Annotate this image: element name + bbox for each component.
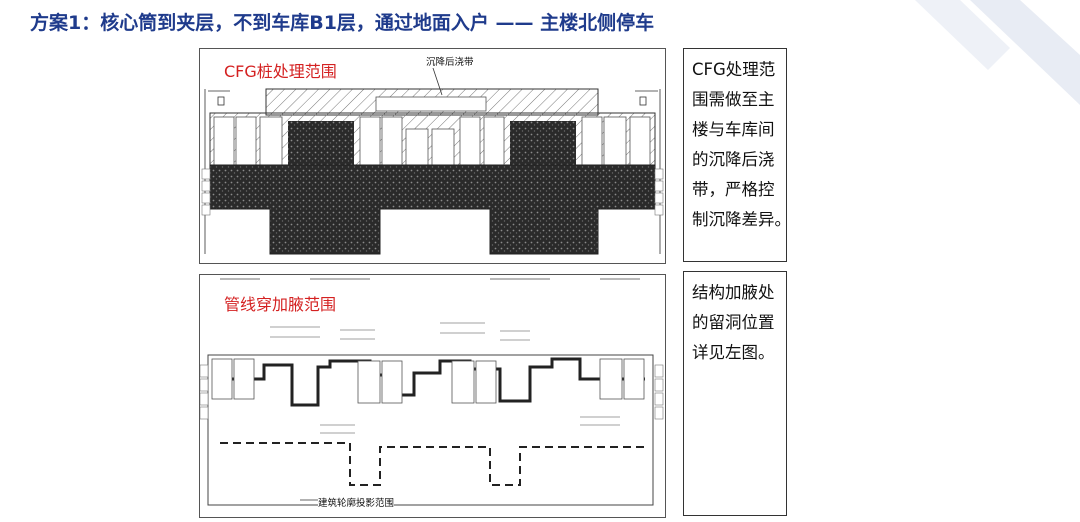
cfg-plan-drawing (201, 64, 664, 255)
haunch-plan-drawing (200, 278, 664, 506)
cfg-note-line: CFG处理范 (692, 60, 776, 79)
cfg-note-line: 的沉降后浇 (692, 150, 775, 169)
cfg-note-box: CFG处理范 围需做至主 楼与车库间 的沉降后浇 带，严格控 制沉降差异。 (683, 48, 791, 262)
cfg-note-line: 楼与车库间 (692, 120, 775, 139)
corner-decoration (915, 0, 1080, 105)
cfg-pile-diagram: CFG桩处理范围 沉降后浇带 (199, 48, 666, 264)
building-outline-label: 建筑轮廓投影范围 (318, 495, 395, 509)
page-title: 方案1：核心筒到夹层，不到车库B1层，通过地面入户 —— 主楼北侧停车 (30, 12, 655, 34)
cfg-note-line: 制沉降差异。 (692, 210, 791, 229)
cfg-range-label: CFG桩处理范围 (224, 62, 337, 81)
haunch-range-label: 管线穿加腋范围 (224, 295, 337, 314)
haunch-note-line: 详见左图。 (692, 343, 775, 362)
cfg-note-line: 围需做至主 (692, 90, 775, 109)
haunch-note-line: 结构加腋处 (692, 283, 775, 302)
haunch-note-box: 结构加腋处 的留洞位置 详见左图。 (683, 271, 787, 516)
settlement-band-label: 沉降后浇带 (426, 54, 474, 68)
cfg-note-line: 带，严格控 (692, 180, 775, 199)
haunch-note-line: 的留洞位置 (692, 313, 775, 332)
pipeline-haunch-diagram: 管线穿加腋范围 建筑轮廓投影范围 (199, 274, 666, 518)
